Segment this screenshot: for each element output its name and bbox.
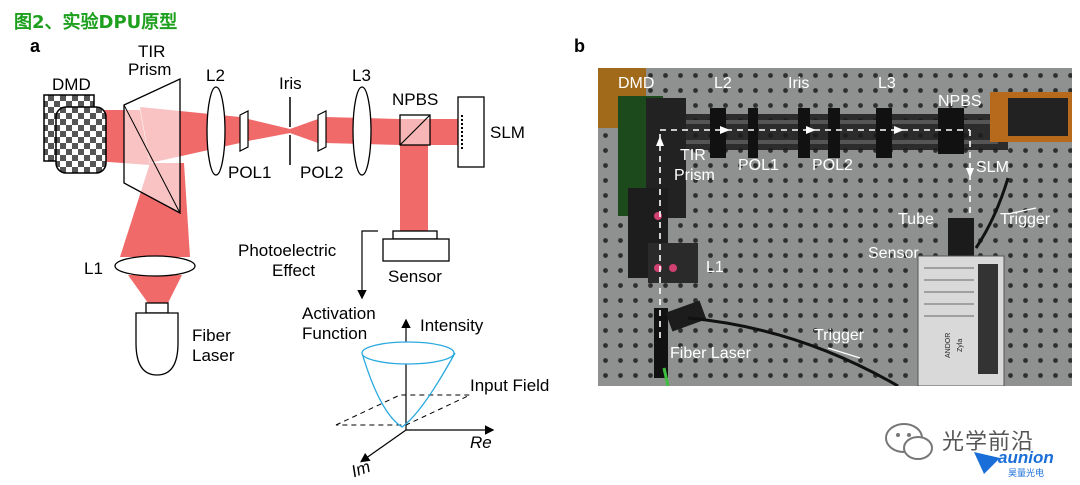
pol1-label: POL1 [228, 163, 271, 182]
fiber-label-line2: Laser [192, 346, 235, 365]
iris-label: Iris [279, 74, 302, 93]
trigger-cable-top [974, 177, 1010, 249]
photo-dmd-label: DMD [618, 75, 654, 92]
im-axis-label: Im [349, 457, 373, 481]
photo-tir-label-line1: TIR [680, 147, 706, 164]
optical-rail [658, 108, 1008, 158]
camera-brand: ANDOR [945, 333, 952, 358]
photo-trigger-top-label: Trigger [1000, 211, 1051, 228]
photo-l2-label: L2 [714, 75, 732, 92]
tir-prism [123, 77, 181, 215]
slm-label: SLM [490, 123, 525, 142]
camera-model: Zyla [957, 339, 964, 352]
dmd-element [43, 94, 107, 174]
lens-l1 [114, 255, 196, 277]
optics-mounts [628, 188, 707, 378]
photo-l1-label: L1 [706, 259, 724, 276]
sensor-element [382, 230, 450, 262]
photo-l3-label: L3 [878, 75, 896, 92]
photo-tube-label: Tube [898, 211, 934, 228]
tir-label-line2: Prism [128, 60, 171, 79]
sensor-label: Sensor [388, 267, 442, 286]
watermark-sub: 昊量光电 [1008, 469, 1045, 479]
andor-camera [917, 218, 1005, 386]
intensity-label: Intensity [420, 316, 484, 335]
trigger-cable-bottom [687, 316, 899, 386]
activation-plot [335, 318, 495, 463]
watermark-brand: aunion [998, 448, 1054, 467]
figure-title: 图2、实验DPU原型 [14, 12, 178, 33]
pol2-label: POL2 [300, 163, 343, 182]
wechat-icon [885, 423, 933, 460]
photo-arrow [357, 230, 378, 300]
activation-label-line1: Activation [302, 304, 376, 323]
photo-label-line1: Photoelectric [238, 241, 337, 260]
photo-label-line2: Effect [272, 261, 315, 280]
lens-l2 [206, 86, 226, 176]
dmd-board [598, 68, 686, 218]
fiber-cable [662, 367, 670, 386]
aunion-logo-icon [974, 452, 1000, 474]
beam-arrows [656, 126, 974, 178]
photo-tir-label-line2: Prism [674, 167, 715, 184]
watermark-text: 光学前沿 [942, 430, 1035, 455]
photo-trigger-bottom-label: Trigger [814, 327, 865, 344]
npbs-cube [399, 114, 431, 146]
photo-pol1-label: POL1 [738, 157, 779, 174]
fiber-label-line1: Fiber [192, 326, 231, 345]
slm-housing [990, 92, 1072, 142]
photo-pol2-label: POL2 [812, 157, 853, 174]
panel-b-letter: b [574, 36, 585, 56]
panel-a-letter: a [30, 36, 41, 56]
tir-label-line1: TIR [138, 42, 165, 61]
fiber-laser [135, 302, 179, 376]
panel-b-photo: ANDOR Zyla DMD L2 Iris L3 NPBS TIR Prism… [598, 68, 1072, 386]
slm-element [457, 96, 485, 168]
l1-label: L1 [84, 259, 103, 278]
trigger-arrow-top [1007, 207, 1037, 215]
photo-sensor-label: Sensor [868, 245, 919, 262]
npbs-label: NPBS [392, 90, 438, 109]
lens-l3 [352, 86, 372, 176]
input-field-label: Input Field [470, 376, 549, 395]
photo-iris-label: Iris [788, 75, 809, 92]
dmd-label: DMD [52, 75, 91, 94]
watermark: 光学前沿 aunion 昊量光电 [880, 420, 1075, 480]
photo-fiber-laser-label: Fiber Laser [670, 345, 752, 362]
l3-label: L3 [352, 66, 371, 85]
photo-npbs-label: NPBS [938, 93, 982, 110]
panel-a-schematic: DMD TIR Prism L2 POL1 Iris POL2 L3 NPBS … [43, 42, 549, 481]
l2-label: L2 [206, 66, 225, 85]
polarizer-pol2 [317, 110, 327, 152]
re-axis-label: Re [470, 433, 492, 452]
photo-slm-label: SLM [976, 159, 1009, 176]
trigger-arrow-bottom [827, 347, 861, 359]
polarizer-pol1 [239, 110, 249, 152]
activation-label-line2: Function [302, 324, 367, 343]
